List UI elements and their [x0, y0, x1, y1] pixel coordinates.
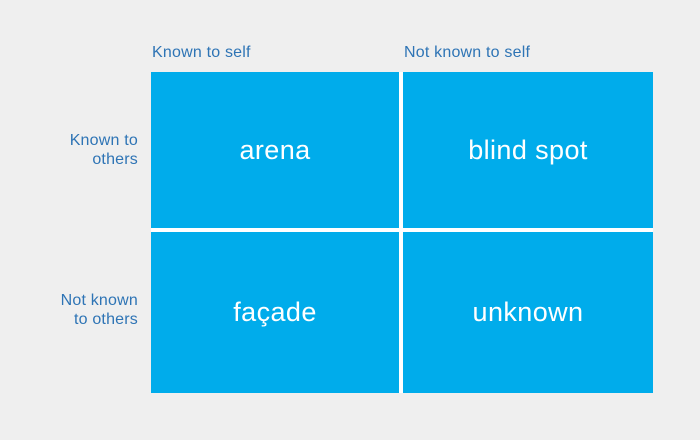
quadrant-grid: arena blind spot façade unknown	[151, 72, 653, 393]
quadrant-arena: arena	[151, 72, 399, 228]
quadrant-unknown: unknown	[403, 232, 653, 393]
quadrant-label: façade	[233, 297, 317, 327]
column-header-known-to-self: Known to self	[152, 44, 251, 61]
quadrant-label: unknown	[472, 297, 584, 327]
row-header-line-2: others	[92, 151, 138, 168]
row-header-not-known-to-others: Not known to others	[8, 291, 138, 329]
row-header-line-1: Known to	[69, 132, 138, 149]
row-header-line-1: Not known	[60, 292, 138, 309]
quadrant-label: arena	[239, 134, 311, 165]
quadrant-label: blind spot	[468, 134, 588, 165]
row-header-known-to-others: Known to others	[8, 131, 138, 169]
column-header-not-known-to-self: Not known to self	[404, 44, 531, 61]
quadrant-blind-spot: blind spot	[403, 72, 653, 228]
row-header-line-2: to others	[73, 311, 138, 328]
quadrant-facade: façade	[151, 232, 399, 393]
